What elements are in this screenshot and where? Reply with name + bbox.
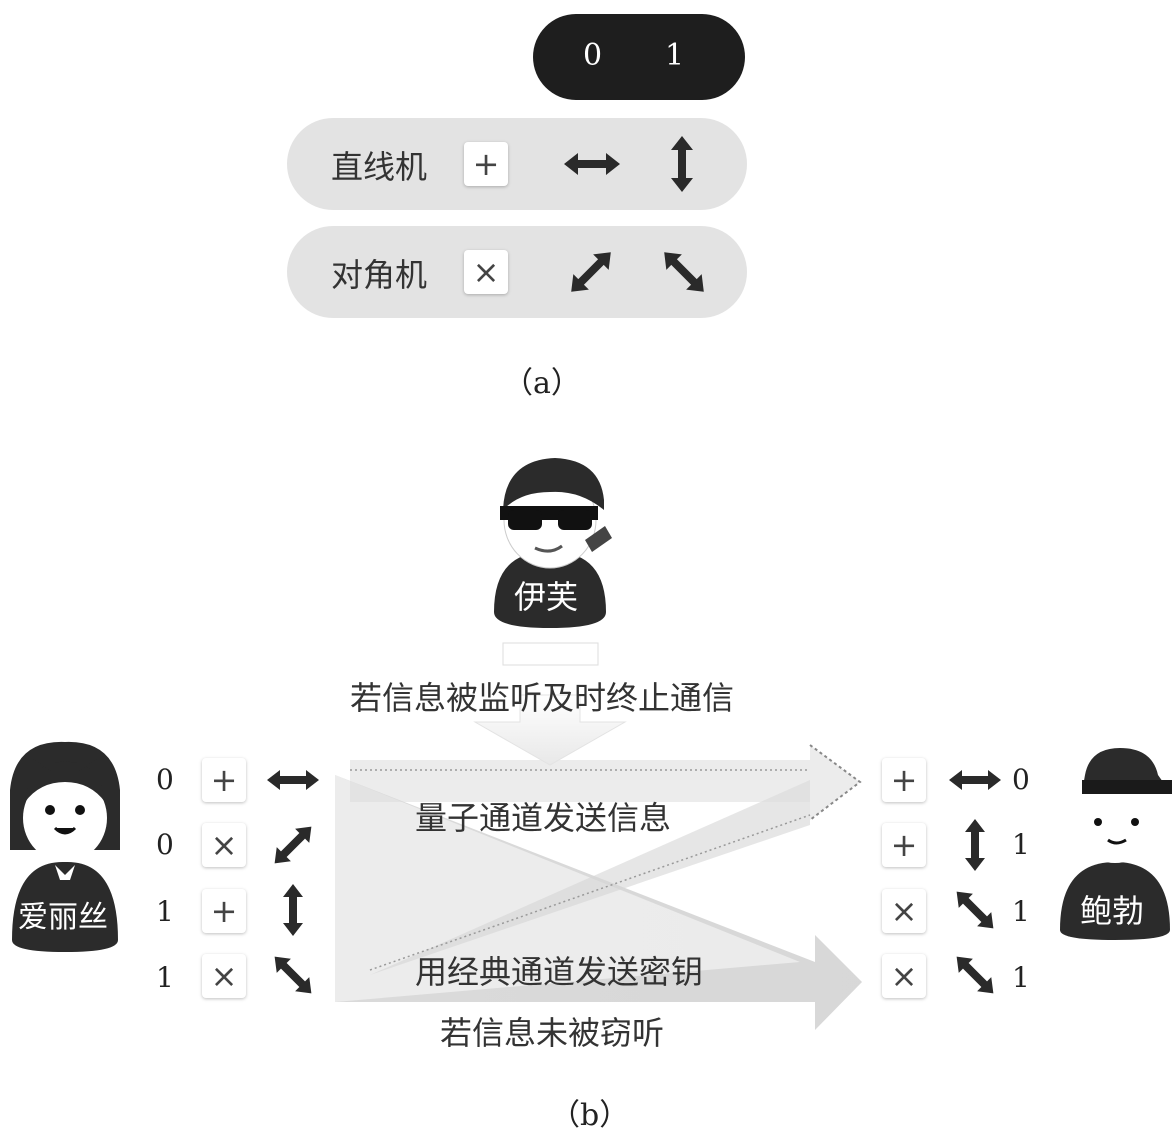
eve-avatar xyxy=(494,458,612,628)
diagonal-basis-row: 对角机 × xyxy=(287,226,747,318)
rectilinear-basis-row: 直线机 + xyxy=(287,118,747,210)
alice-bit-4: 1 xyxy=(156,961,174,994)
alice-cross-basis-icon: × xyxy=(202,954,246,998)
eve-pedestal xyxy=(502,642,599,666)
bob-bit-3: 1 xyxy=(1012,895,1030,928)
quantum-channel-beam xyxy=(370,780,810,975)
bob-cross-basis-icon: × xyxy=(882,954,926,998)
bit-header: 0 1 xyxy=(533,14,745,100)
alice-bit-1: 0 xyxy=(156,763,174,796)
alice-bit-2: 0 xyxy=(156,828,174,861)
bob-bit-1: 0 xyxy=(1012,763,1030,796)
alice-row4-diagonal-down-arrow-icon xyxy=(267,949,319,1001)
bob-name: 鲍勃 xyxy=(1080,892,1145,930)
bob-avatar xyxy=(1060,748,1172,940)
alice-cross-basis-icon: × xyxy=(202,823,246,867)
bob-bit-4: 1 xyxy=(1012,961,1030,994)
alice-row3-vertical-arrow-icon xyxy=(283,884,303,936)
bob-row2-vertical-arrow-icon xyxy=(965,819,985,871)
eavesdrop-down-arrow xyxy=(473,694,627,766)
eavesdrop-message: 若信息被监听及时终止通信 xyxy=(350,679,735,717)
caption-a: （a） xyxy=(503,366,581,401)
diagonal-down-arrow-icon xyxy=(656,244,712,300)
alice-row1-horizontal-arrow-icon xyxy=(267,770,319,790)
bob-row3-diagonal-down-arrow-icon xyxy=(949,884,1001,936)
cross-basis-icon: × xyxy=(464,250,508,294)
diagonal-up-arrow-icon xyxy=(563,244,619,300)
bob-cross-basis-icon: × xyxy=(882,889,926,933)
bit-0-label: 0 xyxy=(583,38,603,73)
alice-plus-basis-icon: + xyxy=(202,758,246,802)
bob-row4-diagonal-down-arrow-icon xyxy=(949,949,1001,1001)
alice-name: 爱丽丝 xyxy=(18,900,108,935)
alice-bit-3: 1 xyxy=(156,895,174,928)
alice-plus-basis-icon: + xyxy=(202,889,246,933)
alice-avatar xyxy=(10,741,120,952)
rectilinear-basis-label: 直线机 xyxy=(331,148,428,186)
bob-plus-basis-icon: + xyxy=(882,758,926,802)
quantum-channel-message: 量子通道发送信息 xyxy=(415,799,672,837)
classical-channel-message: 用经典通道发送密钥 xyxy=(415,953,704,991)
vertical-arrow-icon xyxy=(671,136,693,192)
plus-basis-icon: + xyxy=(464,142,508,186)
eve-name: 伊芙 xyxy=(514,578,579,616)
diagonal-basis-label: 对角机 xyxy=(331,256,428,294)
bob-row1-horizontal-arrow-icon xyxy=(949,770,1001,790)
panel-b-graphics xyxy=(10,458,1172,1030)
caption-b: （b） xyxy=(550,1098,630,1133)
panel-a-arrows xyxy=(563,136,712,300)
bob-plus-basis-icon: + xyxy=(882,823,926,867)
bob-bit-2: 1 xyxy=(1012,828,1030,861)
not-eavesdropped-message: 若信息未被窃听 xyxy=(440,1014,665,1052)
bit-1-label: 1 xyxy=(665,38,685,73)
horizontal-arrow-icon xyxy=(564,153,620,175)
alice-row2-diagonal-up-arrow-icon xyxy=(267,819,319,871)
